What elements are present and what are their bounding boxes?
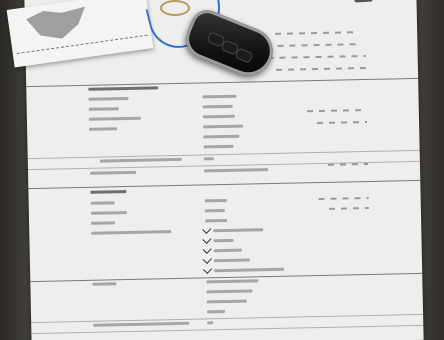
map-graphic	[25, 5, 89, 43]
table-cell	[213, 248, 242, 253]
table-cell	[88, 116, 141, 121]
table-cell	[204, 208, 225, 213]
table-cell	[214, 267, 285, 273]
table-divider	[31, 324, 424, 335]
table-cell	[206, 310, 226, 314]
table-cell	[89, 127, 118, 131]
check-mark-icon	[202, 224, 212, 234]
row-dots	[318, 196, 369, 201]
table-cell	[91, 230, 172, 235]
table-cell	[207, 321, 214, 325]
check-mark-icon	[202, 244, 212, 254]
table-cell	[206, 289, 253, 294]
table-cell	[213, 228, 264, 233]
table-cell	[90, 211, 127, 215]
table-cell	[206, 279, 259, 284]
table-divider	[31, 313, 424, 324]
check-mark-icon	[202, 254, 212, 264]
table-cell	[202, 94, 237, 99]
table-cell	[204, 198, 227, 203]
table-cell	[92, 282, 117, 286]
header-dots	[275, 31, 356, 35]
header-dots	[275, 67, 366, 71]
fold-dashed-line	[16, 34, 148, 55]
table-divider	[28, 179, 421, 190]
table-cell	[88, 107, 119, 111]
check-mark-icon	[202, 234, 212, 244]
table-cell	[90, 190, 127, 194]
car-key-fob-icon	[178, 5, 282, 83]
row-dots	[317, 120, 368, 125]
table-cell	[202, 104, 233, 109]
table-cell	[203, 144, 234, 149]
table-cell	[203, 124, 244, 129]
row-dots	[306, 108, 367, 113]
table-cell	[213, 238, 234, 243]
row-dots	[328, 206, 369, 210]
table-cell	[88, 96, 129, 101]
table-divider	[27, 149, 420, 160]
table-divider	[26, 77, 419, 88]
table-cell	[206, 299, 247, 304]
table-cell	[204, 168, 269, 173]
table-cell	[90, 201, 115, 205]
table-cell	[88, 86, 159, 91]
table-cell	[99, 157, 182, 163]
table-cell	[90, 170, 137, 175]
row-dots	[327, 162, 368, 166]
table-cell	[91, 221, 116, 225]
table-cell	[203, 157, 214, 161]
table-cell	[202, 114, 235, 119]
brand-logo-mark	[354, 0, 373, 3]
table-cell	[213, 258, 250, 263]
table-cell	[93, 321, 190, 327]
key-ring	[160, 0, 190, 16]
check-mark-icon	[203, 264, 213, 274]
table-cell	[205, 218, 228, 223]
table-cell	[203, 134, 240, 139]
